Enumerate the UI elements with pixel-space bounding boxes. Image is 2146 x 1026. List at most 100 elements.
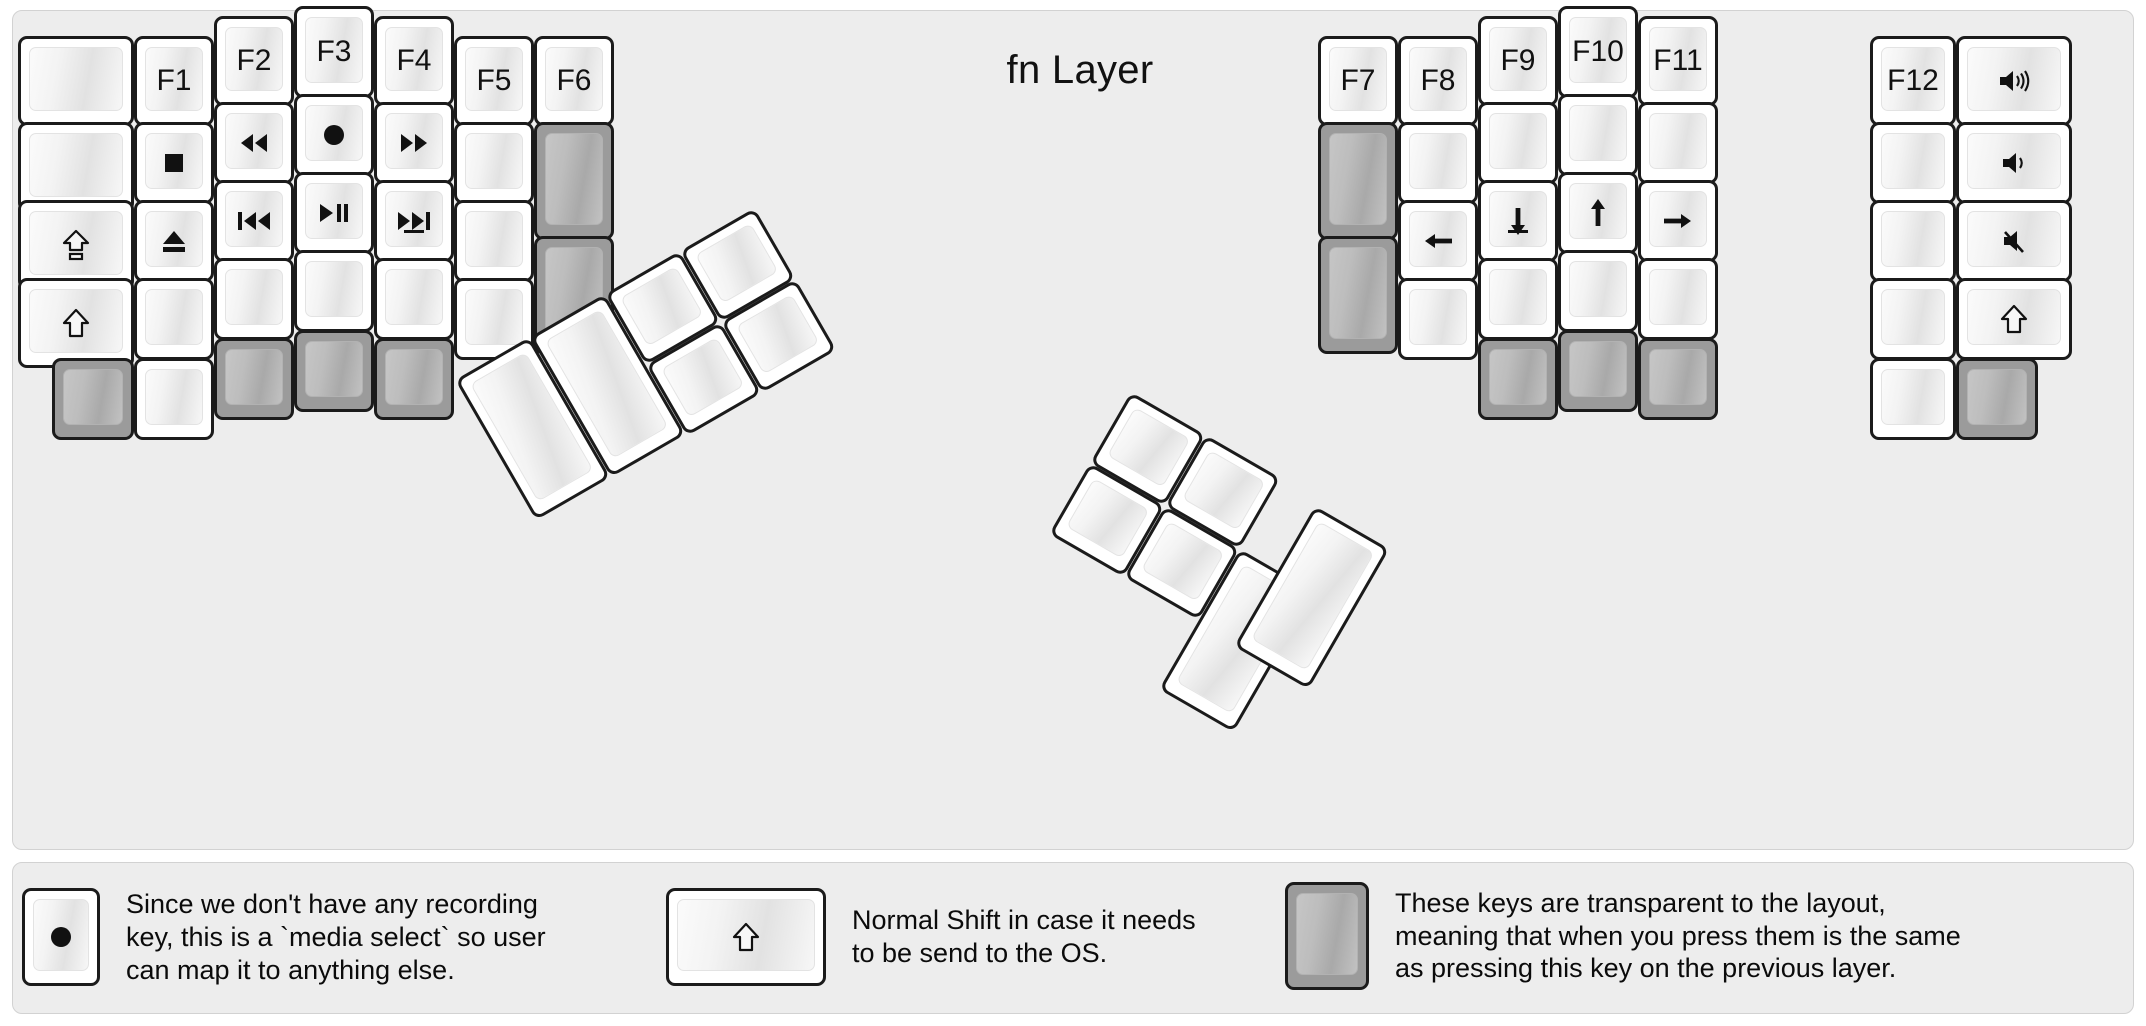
- right-ring-key-2[interactable]: [1638, 102, 1718, 184]
- left-key-f4[interactable]: F4: [374, 16, 454, 106]
- right-middle-transparent-key[interactable]: [1558, 330, 1638, 412]
- left-outer-key-2[interactable]: [18, 122, 134, 212]
- left-media-fast-forward-key[interactable]: [374, 102, 454, 184]
- media-record-icon: [51, 927, 71, 948]
- legend-panel: [12, 862, 2134, 1014]
- right-key-f7[interactable]: F7: [1318, 36, 1398, 126]
- shift-icon: [2000, 304, 2028, 334]
- right-inner-key-4[interactable]: [1398, 278, 1478, 360]
- right-volume-up-key[interactable]: [1956, 36, 2072, 126]
- right-index-key-4[interactable]: [1478, 258, 1558, 340]
- key-label: F11: [1653, 44, 1703, 77]
- legend-item-transparent: These keys are transparent to the layout…: [1285, 882, 1961, 990]
- right-arrow-down-key[interactable]: [1478, 180, 1558, 262]
- legend-key-transparent: [1285, 882, 1369, 990]
- right-key-f9[interactable]: F9: [1478, 16, 1558, 106]
- media-stop-icon: [165, 154, 183, 172]
- arrow-up-icon: [1591, 199, 1605, 226]
- key-label: F4: [396, 44, 432, 77]
- left-index-transparent-key[interactable]: [374, 338, 454, 420]
- left-middle-key-4[interactable]: [294, 250, 374, 332]
- left-pinky-key-5[interactable]: [134, 358, 214, 440]
- right-volume-down-key[interactable]: [1956, 122, 2072, 204]
- left-outer-key-1[interactable]: [18, 36, 134, 126]
- right-innermost-transparent-key-1[interactable]: [1318, 122, 1398, 240]
- left-key-f2[interactable]: F2: [214, 16, 294, 106]
- key-label: F2: [236, 44, 272, 77]
- arrow-right-icon: [1664, 214, 1691, 228]
- right-arrow-up-key[interactable]: [1558, 172, 1638, 254]
- left-index-key-4[interactable]: [374, 258, 454, 340]
- right-innermost-transparent-key-2[interactable]: [1318, 236, 1398, 354]
- right-inner-key-2[interactable]: [1398, 122, 1478, 204]
- right-key-f11[interactable]: F11: [1638, 16, 1718, 106]
- right-ring-key-4[interactable]: [1638, 258, 1718, 340]
- left-innermost-transparent-key-1[interactable]: [534, 122, 614, 240]
- left-media-play-pause-key[interactable]: [294, 172, 374, 254]
- left-media-stop-key[interactable]: [134, 122, 214, 204]
- left-key-f5[interactable]: F5: [454, 36, 534, 126]
- right-pinky-key-2[interactable]: [1870, 122, 1956, 204]
- left-inner-key-2[interactable]: [454, 122, 534, 204]
- left-media-rewind-key[interactable]: [214, 102, 294, 184]
- caps-lock-icon: [62, 229, 90, 261]
- right-key-f10[interactable]: F10: [1558, 6, 1638, 98]
- legend-text: These keys are transparent to the layout…: [1395, 887, 1961, 984]
- left-key-f6[interactable]: F6: [534, 36, 614, 126]
- right-pinky-key-5[interactable]: [1870, 358, 1956, 440]
- left-shift-key[interactable]: [18, 278, 134, 368]
- right-key-f8[interactable]: F8: [1398, 36, 1478, 126]
- legend-key-record: [22, 888, 100, 987]
- key-label: F12: [1887, 64, 1939, 97]
- right-volume-mute-key[interactable]: [1956, 200, 2072, 282]
- shift-icon: [732, 922, 760, 952]
- key-label: F5: [476, 64, 512, 97]
- right-arrow-left-key[interactable]: [1398, 200, 1478, 282]
- key-label: F8: [1420, 64, 1456, 97]
- media-eject-icon: [163, 231, 185, 252]
- volume-mute-icon: [2004, 231, 2024, 253]
- right-middle-key-4[interactable]: [1558, 250, 1638, 332]
- key-sub-marker: [1508, 230, 1528, 233]
- left-outer-transparent-key[interactable]: [52, 358, 134, 440]
- left-media-previous-key[interactable]: [214, 180, 294, 262]
- right-middle-key-2[interactable]: [1558, 94, 1638, 176]
- right-pinky-key-4[interactable]: [1870, 278, 1956, 360]
- right-outer-transparent-key[interactable]: [1956, 358, 2038, 440]
- media-rewind-icon: [241, 134, 267, 152]
- left-middle-transparent-key[interactable]: [294, 330, 374, 412]
- media-next-icon: [398, 212, 430, 230]
- left-key-f1[interactable]: F1: [134, 36, 214, 126]
- key-label: F3: [316, 35, 352, 68]
- left-media-record-key[interactable]: [294, 94, 374, 176]
- arrow-left-icon: [1425, 234, 1452, 248]
- key-label: F9: [1500, 44, 1536, 77]
- legend-key-shift: [666, 888, 826, 986]
- media-play-pause-icon: [320, 204, 348, 222]
- right-arrow-right-key[interactable]: [1638, 180, 1718, 262]
- left-media-next-key[interactable]: [374, 180, 454, 262]
- left-key-f3[interactable]: F3: [294, 6, 374, 98]
- left-ring-transparent-key[interactable]: [214, 338, 294, 420]
- legend-item-record: Since we don't have any recording key, t…: [22, 888, 546, 987]
- left-inner-key-3[interactable]: [454, 200, 534, 282]
- left-pinky-key-4[interactable]: [134, 278, 214, 360]
- key-label: F10: [1572, 35, 1624, 68]
- right-shift-key[interactable]: [1956, 278, 2072, 360]
- right-pinky-key-3[interactable]: [1870, 200, 1956, 282]
- media-fast-forward-icon: [401, 134, 427, 152]
- key-sub-marker: [404, 230, 424, 233]
- left-ring-key-4[interactable]: [214, 258, 294, 340]
- left-media-eject-key[interactable]: [134, 200, 214, 282]
- right-index-key-2[interactable]: [1478, 102, 1558, 184]
- right-ring-transparent-key[interactable]: [1638, 338, 1718, 420]
- left-caps-lock-key[interactable]: [18, 200, 134, 290]
- media-previous-icon: [238, 212, 270, 230]
- legend-text: Since we don't have any recording key, t…: [126, 889, 546, 985]
- legend-item-shift: Normal Shift in case it needs to be send…: [666, 888, 1196, 986]
- right-key-f12[interactable]: F12: [1870, 36, 1956, 126]
- key-label: F6: [556, 64, 592, 97]
- media-record-icon: [324, 125, 344, 145]
- right-index-transparent-key[interactable]: [1478, 338, 1558, 420]
